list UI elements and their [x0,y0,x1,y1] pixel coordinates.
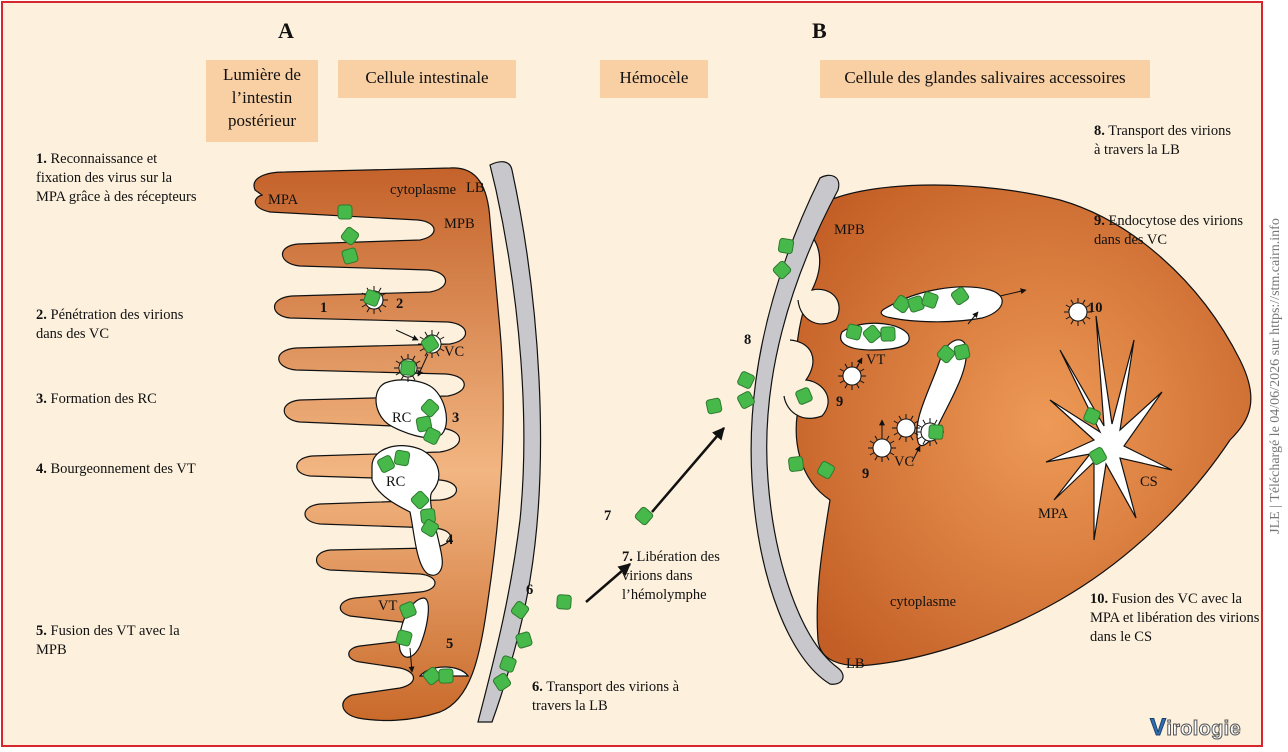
label-lb-a: LB [466,180,485,197]
number-6: 6 [526,582,533,599]
step-8: 8. Transport des virions à travers la LB [1094,122,1234,160]
virion [778,238,794,254]
watermark: JLE | Téléchargé le 04/06/2026 sur https… [1264,0,1288,752]
virion [439,669,453,683]
intestinal-cell [254,168,503,721]
virion [706,398,723,415]
number-9b: 9 [862,466,869,483]
step-9: 9. Endocytose des virions dans des VC [1094,212,1254,250]
virion [395,629,412,646]
number-3: 3 [452,410,459,427]
label-vt-a: VT [378,598,397,615]
virion [557,595,572,610]
virion [954,344,971,361]
step-6: 6. Transport des virions à travers la LB [532,678,682,716]
number-1: 1 [320,300,327,317]
label-mpa-a: MPA [268,192,298,209]
label-rc-a2: RC [386,474,405,491]
virion [394,450,410,466]
number-10: 10 [1088,300,1103,317]
virion [400,360,415,375]
virion [788,456,804,472]
virion [881,327,895,341]
number-9a: 9 [836,394,843,411]
label-cytoplasme-a: cytoplasme [390,182,456,199]
label-mpa-b: MPA [1038,506,1068,523]
label-mpb-a: MPB [444,216,475,233]
label-lb-b: LB [846,656,865,673]
header-salivary-cell: Cellule des glandes salivaires accessoir… [820,60,1150,98]
step-1: 1. Reconnaissance et fixation des virus … [36,150,201,207]
step-7: 7. Libération des virions dans l’hémolym… [622,548,744,605]
step-2: 2. Pénétration des virions dans des VC [36,306,206,344]
virion [929,425,944,440]
number-4: 4 [446,532,453,549]
header-intestinal-cell: Cellule intestinale [338,60,516,98]
step-4: 4. Bourgeonnement des VT [36,460,206,479]
label-rc-a1: RC [392,410,411,427]
step-10: 10. Fusion des VC avec la MPA et libérat… [1090,590,1260,647]
number-7: 7 [604,508,611,525]
number-8: 8 [744,332,751,349]
virion [846,324,863,341]
label-cs-b: CS [1140,474,1158,491]
number-5: 5 [446,636,453,653]
panel-letter-a: A [278,18,294,44]
virion [737,371,756,390]
label-vc-a: VC [444,344,464,361]
number-2: 2 [396,296,403,313]
label-vc-b: VC [894,454,914,471]
step-3: 3. Formation des RC [36,390,206,409]
label-vt-b: VT [866,352,885,369]
virion [634,506,654,526]
virologie-logo: Virologie [1150,714,1241,742]
virion [338,205,352,219]
header-lumen: Lumière de l’intestin postérieur [206,60,318,142]
step-5: 5. Fusion des VT avec la MPB [36,622,186,660]
release-arrow [652,428,724,512]
panel-letter-b: B [812,18,827,44]
label-cytoplasme-b: cytoplasme [890,594,956,611]
header-hemocoel: Hémocèle [600,60,708,98]
label-mpb-b: MPB [834,222,865,239]
virion [341,247,358,264]
